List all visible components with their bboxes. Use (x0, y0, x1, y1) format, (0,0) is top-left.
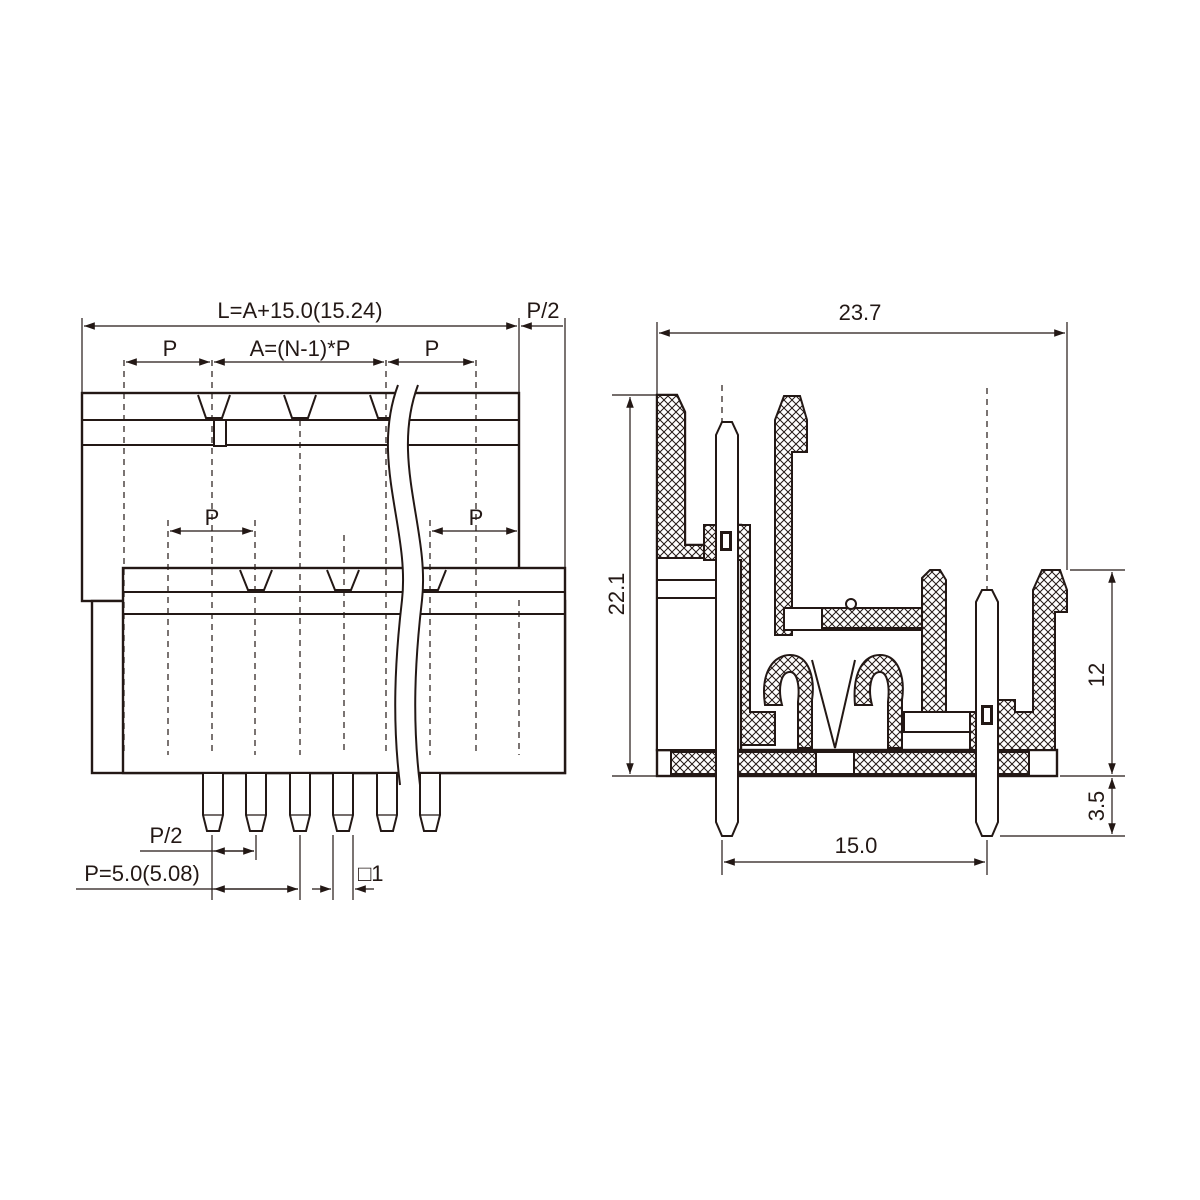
contact-spring (853, 653, 904, 749)
dim-length-label: L=A+15.0(15.24) (217, 298, 382, 323)
notch (283, 394, 317, 419)
contact-spring (763, 653, 814, 749)
pin (245, 772, 267, 832)
dim-pitch-mid-right-label: P (469, 505, 484, 530)
dim-depth-label: 23.7 (839, 300, 882, 325)
dim-pin-spacing-label: 15.0 (835, 833, 878, 858)
dim-upper-height-label: 12 (1084, 663, 1109, 687)
break-line (386, 384, 404, 786)
dim-height-label: 22.1 (604, 573, 629, 616)
dim-pitch-value-label: P=5.0(5.08) (84, 861, 200, 886)
side-pin-left (715, 421, 739, 837)
dim-pin-length-label: 3.5 (1084, 791, 1109, 822)
pin (419, 772, 441, 832)
dim-half-pitch-bottom-label: P/2 (149, 823, 182, 848)
notch (197, 394, 231, 419)
dim-span-label: A=(N-1)*P (250, 336, 351, 361)
dim-pin-square-label: □1 (358, 861, 384, 886)
middle-wall (774, 395, 808, 636)
dim-pitch-right-label: P (425, 336, 440, 361)
break-line (406, 384, 424, 786)
pin (289, 772, 311, 832)
dim-half-pitch-top-label: P/2 (526, 298, 559, 323)
dim-pitch-mid-left-label: P (205, 505, 220, 530)
front-view: L=A+15.0(15.24) P/2 P A=(N-1)*P P P P P/… (76, 298, 567, 900)
side-view: 23.7 22.1 12 3.5 15.0 (604, 300, 1125, 875)
notch (326, 569, 360, 591)
notch (239, 569, 273, 591)
pin (332, 772, 354, 832)
pin (376, 772, 398, 832)
pin (202, 772, 224, 832)
dim-pitch-left-label: P (163, 336, 178, 361)
